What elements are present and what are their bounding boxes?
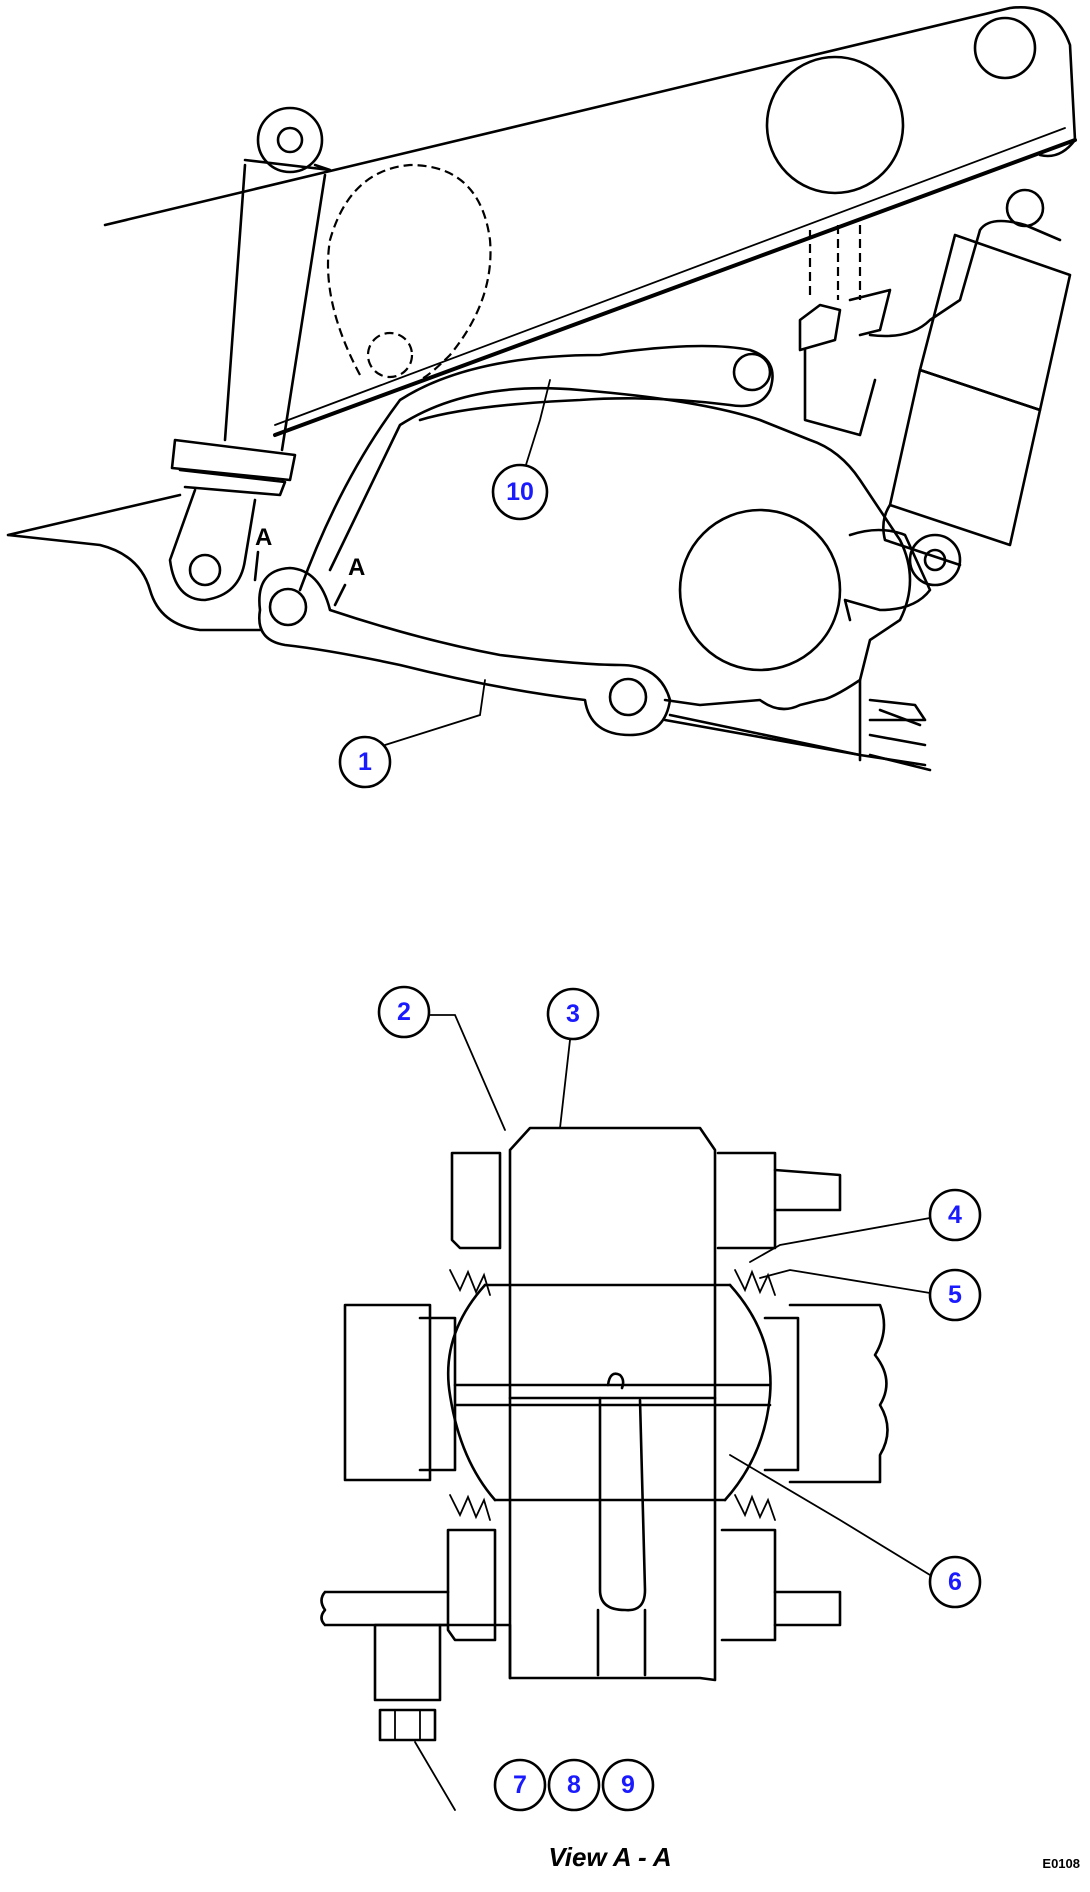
callout-9-label: 9 (621, 1771, 635, 1799)
bearing-flat-top (453, 1283, 772, 1502)
lower-frame (320, 1590, 842, 1627)
pin-groove-cap (596, 1608, 647, 1677)
leader-7-8-9 (414, 1741, 456, 1811)
leader-2 (429, 1014, 506, 1131)
spherical-bearing (446, 1283, 772, 1502)
callout-8: 8 (547, 1758, 601, 1812)
retaining-bolt (373, 1623, 512, 1742)
lower-link (257, 566, 672, 737)
upper-link (298, 344, 774, 592)
callout-3-label: 3 (566, 1000, 580, 1028)
lower-link-right-pin (608, 677, 648, 717)
callout-2-label: 2 (397, 998, 411, 1026)
callout-6-label: 6 (948, 1568, 962, 1596)
view-title: View A - A (548, 1842, 671, 1872)
lower-right-block (720, 1528, 777, 1642)
callout-1-label: 1 (358, 748, 372, 776)
tilt-cylinder (843, 188, 1072, 622)
boom-inner-edge (274, 127, 1066, 426)
callout-5: 5 (928, 1268, 982, 1322)
callout-4-label: 4 (948, 1201, 962, 1229)
frame-lines (668, 708, 932, 772)
boom-top-pin (973, 16, 1037, 80)
pin-grease-hole (606, 1372, 625, 1390)
hidden-cam-outline (326, 163, 492, 381)
leader-1 (384, 679, 486, 746)
upper-link-pin (732, 352, 772, 392)
section-arrow-left (253, 550, 260, 582)
callout-2: 2 (377, 985, 431, 1039)
callout-8-label: 8 (567, 1771, 581, 1799)
lower-link-left-pin (268, 587, 308, 627)
callout-7: 7 (493, 1758, 547, 1812)
hidden-cam-pin (366, 331, 414, 379)
callout-3: 3 (546, 987, 600, 1041)
section-mark-right: A (348, 554, 365, 581)
callout-7-label: 7 (513, 1771, 527, 1799)
left-seal-zigzag (449, 1269, 491, 1521)
pin-body (508, 1126, 717, 1682)
section-arrow-right (333, 583, 347, 607)
boom-pin-large (765, 55, 905, 195)
callout-4: 4 (928, 1188, 982, 1242)
boom-bracket (798, 219, 1062, 437)
bucket-edge (6, 493, 262, 632)
upper-right-block (716, 1151, 777, 1250)
leader-3 (559, 1039, 571, 1129)
hydraulic-cylinder (168, 106, 332, 602)
leader-6 (729, 1454, 931, 1576)
callout-10-label: 10 (506, 478, 534, 506)
section-marks: A A (253, 524, 365, 607)
linkage-assembly-drawing (6, 5, 1077, 772)
upper-left-block (450, 1151, 502, 1250)
left-housing (343, 1303, 432, 1482)
section-view-drawing (320, 1126, 889, 1742)
right-housing (788, 1303, 889, 1484)
leader-4 (749, 1217, 931, 1263)
callout-1: 1 (338, 735, 392, 789)
figure-code: E0108 (1042, 1856, 1080, 1871)
leader-5 (759, 1269, 931, 1294)
right-seal-zigzag (734, 1269, 776, 1521)
callout-5-label: 5 (948, 1281, 962, 1309)
boom-outline (103, 5, 1077, 227)
upper-right-bracket (773, 1168, 842, 1212)
left-housing-inner (418, 1316, 457, 1472)
boom-lower-edge (273, 138, 1077, 437)
leader-10 (524, 379, 551, 469)
callout-9: 9 (601, 1758, 655, 1812)
callout-6: 6 (928, 1555, 982, 1609)
bellcrank-bore (678, 508, 842, 672)
lower-left-block (446, 1528, 497, 1642)
callout-10: 10 (491, 463, 549, 521)
bellcrank-right-edge (858, 678, 927, 762)
right-housing-inner (763, 1316, 800, 1472)
section-mark-left: A (255, 524, 272, 551)
bellcrank-plate (328, 386, 912, 711)
pin-groove (598, 1396, 647, 1612)
